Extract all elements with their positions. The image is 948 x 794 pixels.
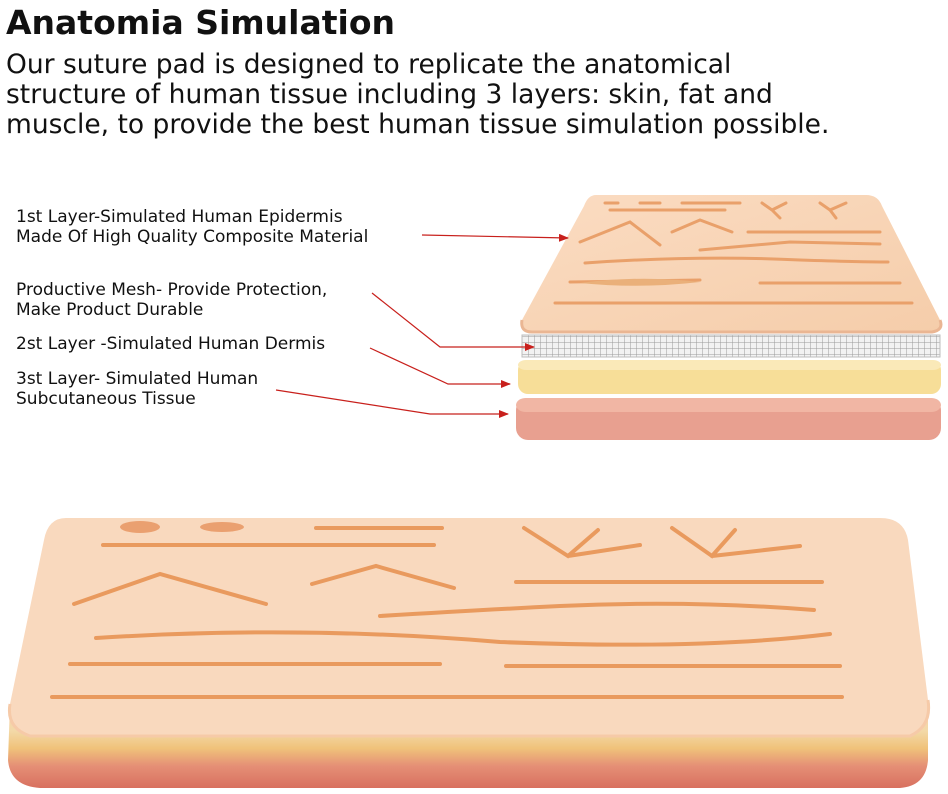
arrow-subcutaneous [275, 389, 509, 418]
label-subcutaneous-line-2: Subcutaneous Tissue [16, 389, 196, 409]
layer-dermis [518, 360, 941, 394]
label-dermis: 2st Layer -Simulated Human Dermis [16, 334, 325, 354]
label-epidermis: 1st Layer-Simulated Human Epidermis Made… [16, 207, 368, 247]
description-line: muscle, to provide the best human tissue… [6, 109, 830, 140]
description-line: structure of human tissue including 3 la… [6, 79, 773, 110]
label-mesh-line-2: Make Product Durable [16, 300, 204, 320]
label-mesh: Productive Mesh- Provide Protection, Mak… [16, 280, 327, 320]
label-epidermis-line-2: Made Of High Quality Composite Material [16, 227, 369, 247]
arrow-dermis [369, 347, 511, 388]
arrow-mesh [371, 292, 535, 351]
label-dermis-line-1: 2st Layer -Simulated Human Dermis [16, 334, 326, 354]
description-line: Our suture pad is designed to replicate … [6, 49, 732, 80]
layer-epidermis [520, 195, 943, 334]
layer-subcutaneous [516, 398, 941, 440]
description: Our suture pad is designed to replicate … [6, 50, 936, 140]
label-subcutaneous: 3st Layer- Simulated Human Subcutaneous … [16, 369, 258, 409]
label-mesh-line-1: Productive Mesh- Provide Protection, [16, 280, 328, 300]
layer-mesh [521, 334, 941, 358]
callout-arrows [275, 233, 569, 418]
label-subcutaneous-line-1: 3st Layer- Simulated Human [16, 369, 259, 389]
arrow-epidermis [421, 233, 569, 242]
label-epidermis-line-1: 1st Layer-Simulated Human Epidermis [16, 207, 343, 227]
page-title: Anatomia Simulation [6, 3, 395, 42]
large-suture-pad [7, 518, 931, 788]
